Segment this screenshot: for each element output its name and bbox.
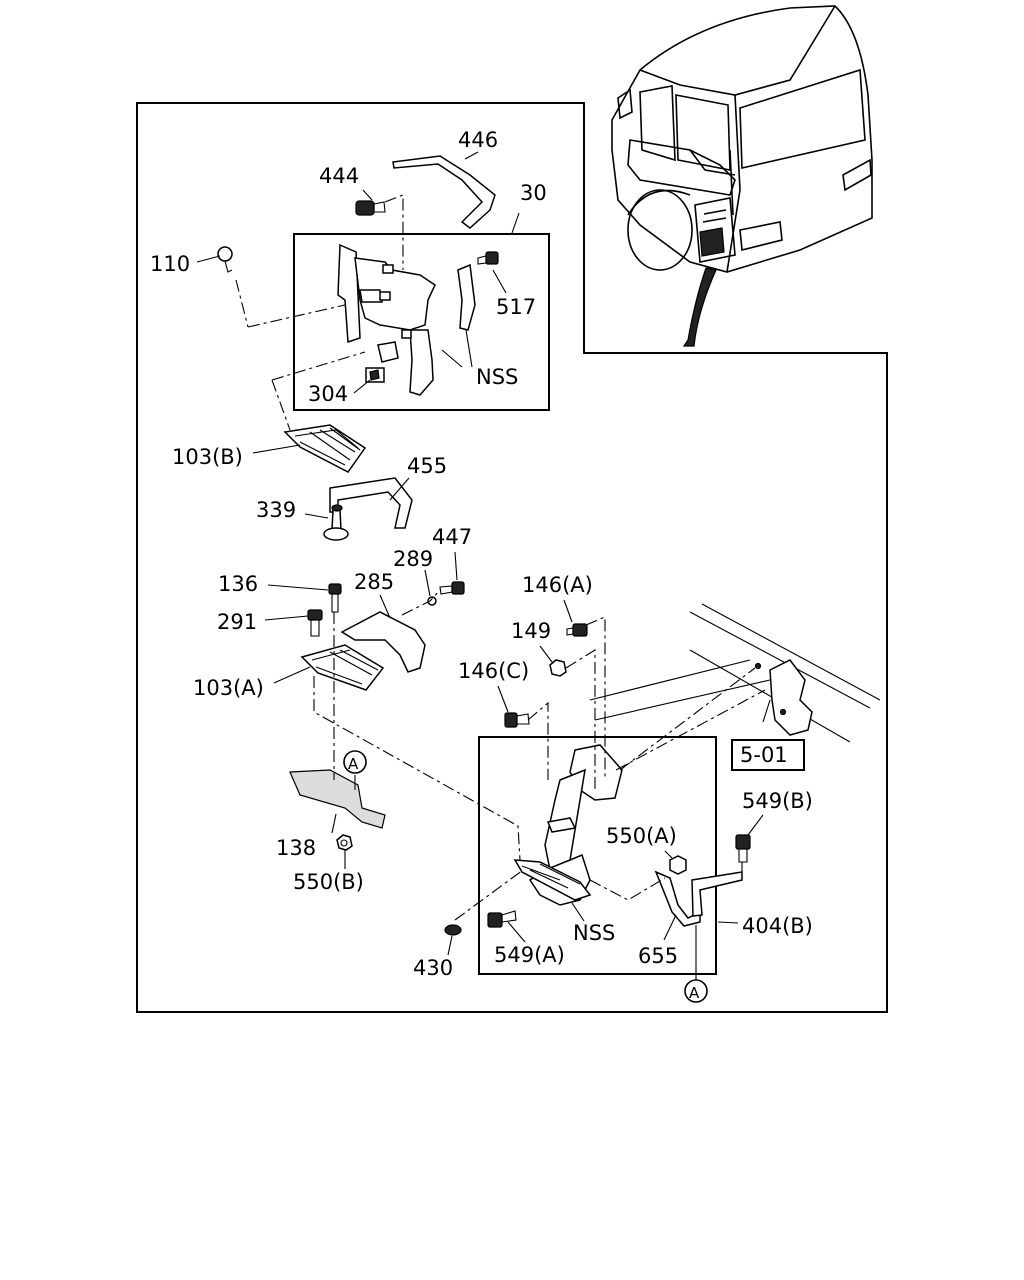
- nut-550a-shape: [669, 855, 687, 875]
- support-arm-assembly: [513, 744, 743, 927]
- reference-circle-a-bottom: [684, 979, 708, 1003]
- bolt-291-shape: [307, 609, 323, 637]
- callout-430: 430: [413, 956, 453, 980]
- callout-655: 655: [638, 944, 678, 968]
- bolt-549b-shape: [735, 834, 751, 863]
- bolt-146a-shape: [566, 623, 588, 637]
- reference-label-a-bottom: A: [689, 984, 700, 1002]
- bolt-146c-shape: [504, 712, 530, 728]
- bracket-455-shape: [329, 477, 413, 529]
- callout-549b: 549(B): [742, 789, 813, 813]
- callout-146a: 146(A): [522, 573, 593, 597]
- callout-517: 517: [496, 295, 536, 319]
- callout-nss-top: NSS: [476, 365, 518, 389]
- callout-103b: 103(B): [172, 445, 243, 469]
- callout-289: 289: [393, 547, 433, 571]
- callout-444: 444: [319, 164, 359, 188]
- reference-circle-a-top: [343, 750, 367, 774]
- callout-149: 149: [511, 619, 551, 643]
- callout-550a: 550(A): [606, 824, 677, 848]
- reference-label-a-top: A: [348, 755, 359, 773]
- bolt-110-shape: [217, 246, 233, 273]
- step-103b-shape: [283, 424, 367, 473]
- callout-110: 110: [150, 252, 190, 276]
- nut-149-shape: [549, 659, 567, 677]
- bracket-assembly-30: [337, 243, 476, 396]
- bolt-517-shape: [477, 251, 499, 265]
- callout-549a: 549(A): [494, 943, 565, 967]
- callout-455: 455: [407, 454, 447, 478]
- callout-136: 136: [218, 572, 258, 596]
- nut-550b-shape: [336, 834, 353, 851]
- callout-5-01: 5-01: [740, 743, 788, 767]
- callout-138: 138: [276, 836, 316, 860]
- bracket-285-shape: [340, 611, 426, 673]
- callout-446: 446: [458, 128, 498, 152]
- step-138-shape: [289, 769, 386, 829]
- callout-291: 291: [217, 610, 257, 634]
- washer-430-shape: [444, 924, 462, 936]
- main-frame: [136, 102, 888, 1013]
- reference-box-5-01: [731, 739, 805, 771]
- chassis-frame-shape: [589, 603, 881, 743]
- callout-103a: 103(A): [193, 676, 264, 700]
- lower-subassembly-box: [478, 736, 717, 975]
- callout-447: 447: [432, 525, 472, 549]
- callout-304: 304: [308, 382, 348, 406]
- step-103a-shape: [300, 644, 385, 691]
- callout-404b: 404(B): [742, 914, 813, 938]
- washer-289-shape: [427, 596, 437, 606]
- bolt-549a-shape: [487, 910, 517, 928]
- callout-339: 339: [256, 498, 296, 522]
- subassembly-30-box: [293, 233, 550, 411]
- callout-30: 30: [520, 181, 547, 205]
- bolt-136-shape: [328, 583, 342, 613]
- callout-285: 285: [354, 570, 394, 594]
- pin-339-shape: [323, 504, 349, 541]
- leader-lines: [196, 151, 771, 980]
- callout-550b: 550(B): [293, 870, 364, 894]
- truck-cab-illustration: [611, 5, 873, 347]
- callout-146c: 146(C): [458, 659, 529, 683]
- rod-446-shape: [392, 155, 496, 229]
- bolt-444-shape: [355, 200, 386, 216]
- callout-nss-bottom: NSS: [573, 921, 615, 945]
- bolt-447-shape: [439, 581, 465, 595]
